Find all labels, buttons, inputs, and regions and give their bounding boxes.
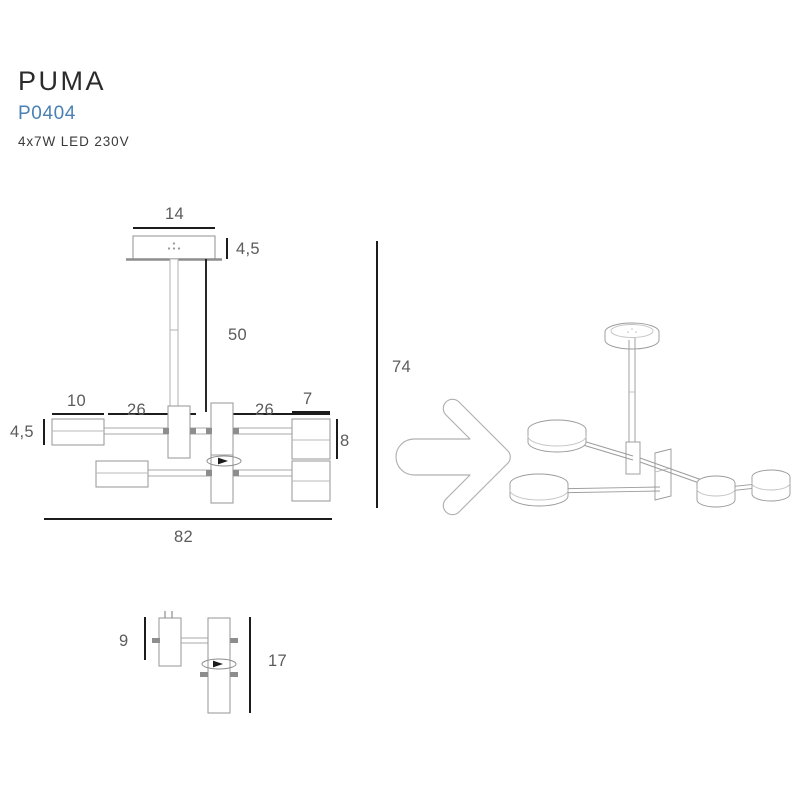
side-rotation-indicator-icon bbox=[201, 658, 237, 670]
dim-label-canopy-height: 4,5 bbox=[236, 240, 260, 258]
dim-label-head-left-width: 10 bbox=[67, 392, 86, 410]
persp-drop-rod bbox=[628, 338, 636, 446]
persp-center-hub bbox=[654, 448, 672, 501]
right-chevron-arrow-icon bbox=[395, 398, 511, 516]
arm-connector-nubs bbox=[163, 428, 239, 476]
rotation-indicator-icon bbox=[206, 455, 242, 467]
persp-lamp-head-3 bbox=[696, 475, 736, 508]
canopy-vent-dots bbox=[167, 242, 181, 250]
front-elevation-group bbox=[43, 227, 378, 520]
dim-label-head-right-height: 8 bbox=[340, 432, 350, 450]
side-connector-bar bbox=[181, 637, 208, 644]
side-left-prongs bbox=[164, 611, 173, 618]
3d-perspective-group bbox=[509, 322, 791, 508]
lamp-head-right-upper bbox=[291, 418, 331, 460]
rod-mount-block bbox=[167, 405, 191, 459]
dim-label-overall-width: 82 bbox=[174, 528, 193, 546]
drop-rod bbox=[169, 258, 179, 412]
page-title: PUMA bbox=[18, 66, 107, 96]
side-center-post bbox=[207, 617, 231, 714]
lamp-head-left-lower bbox=[95, 460, 149, 488]
side-connector-nubs bbox=[152, 638, 238, 677]
persp-lamp-head-2 bbox=[509, 473, 569, 507]
side-left-block bbox=[158, 617, 182, 667]
dim-label-arm-right-length: 26 bbox=[255, 401, 274, 419]
dim-label-arm-left-length: 26 bbox=[127, 401, 146, 419]
dim-label-head-right-width: 7 bbox=[303, 390, 313, 408]
side-detail-group bbox=[144, 611, 251, 714]
persp-lamp-head-1 bbox=[527, 419, 587, 453]
persp-ceiling-canopy bbox=[604, 322, 660, 350]
dim-label-overall-height: 74 bbox=[392, 358, 411, 376]
dim-label-side-height: 17 bbox=[268, 652, 287, 670]
product-specs: 4x7W LED 230V bbox=[18, 134, 130, 149]
dim-label-rod-length: 50 bbox=[228, 326, 247, 344]
persp-lamp-head-4 bbox=[751, 469, 791, 502]
dim-label-head-left-height: 4,5 bbox=[10, 423, 34, 441]
lamp-head-left-upper bbox=[51, 418, 105, 446]
persp-rod-mount bbox=[625, 441, 641, 475]
product-code: P0404 bbox=[18, 103, 76, 124]
dim-label-side-depth: 9 bbox=[119, 632, 129, 650]
dim-label-canopy-width: 14 bbox=[165, 205, 184, 223]
center-hub-post bbox=[210, 402, 234, 504]
